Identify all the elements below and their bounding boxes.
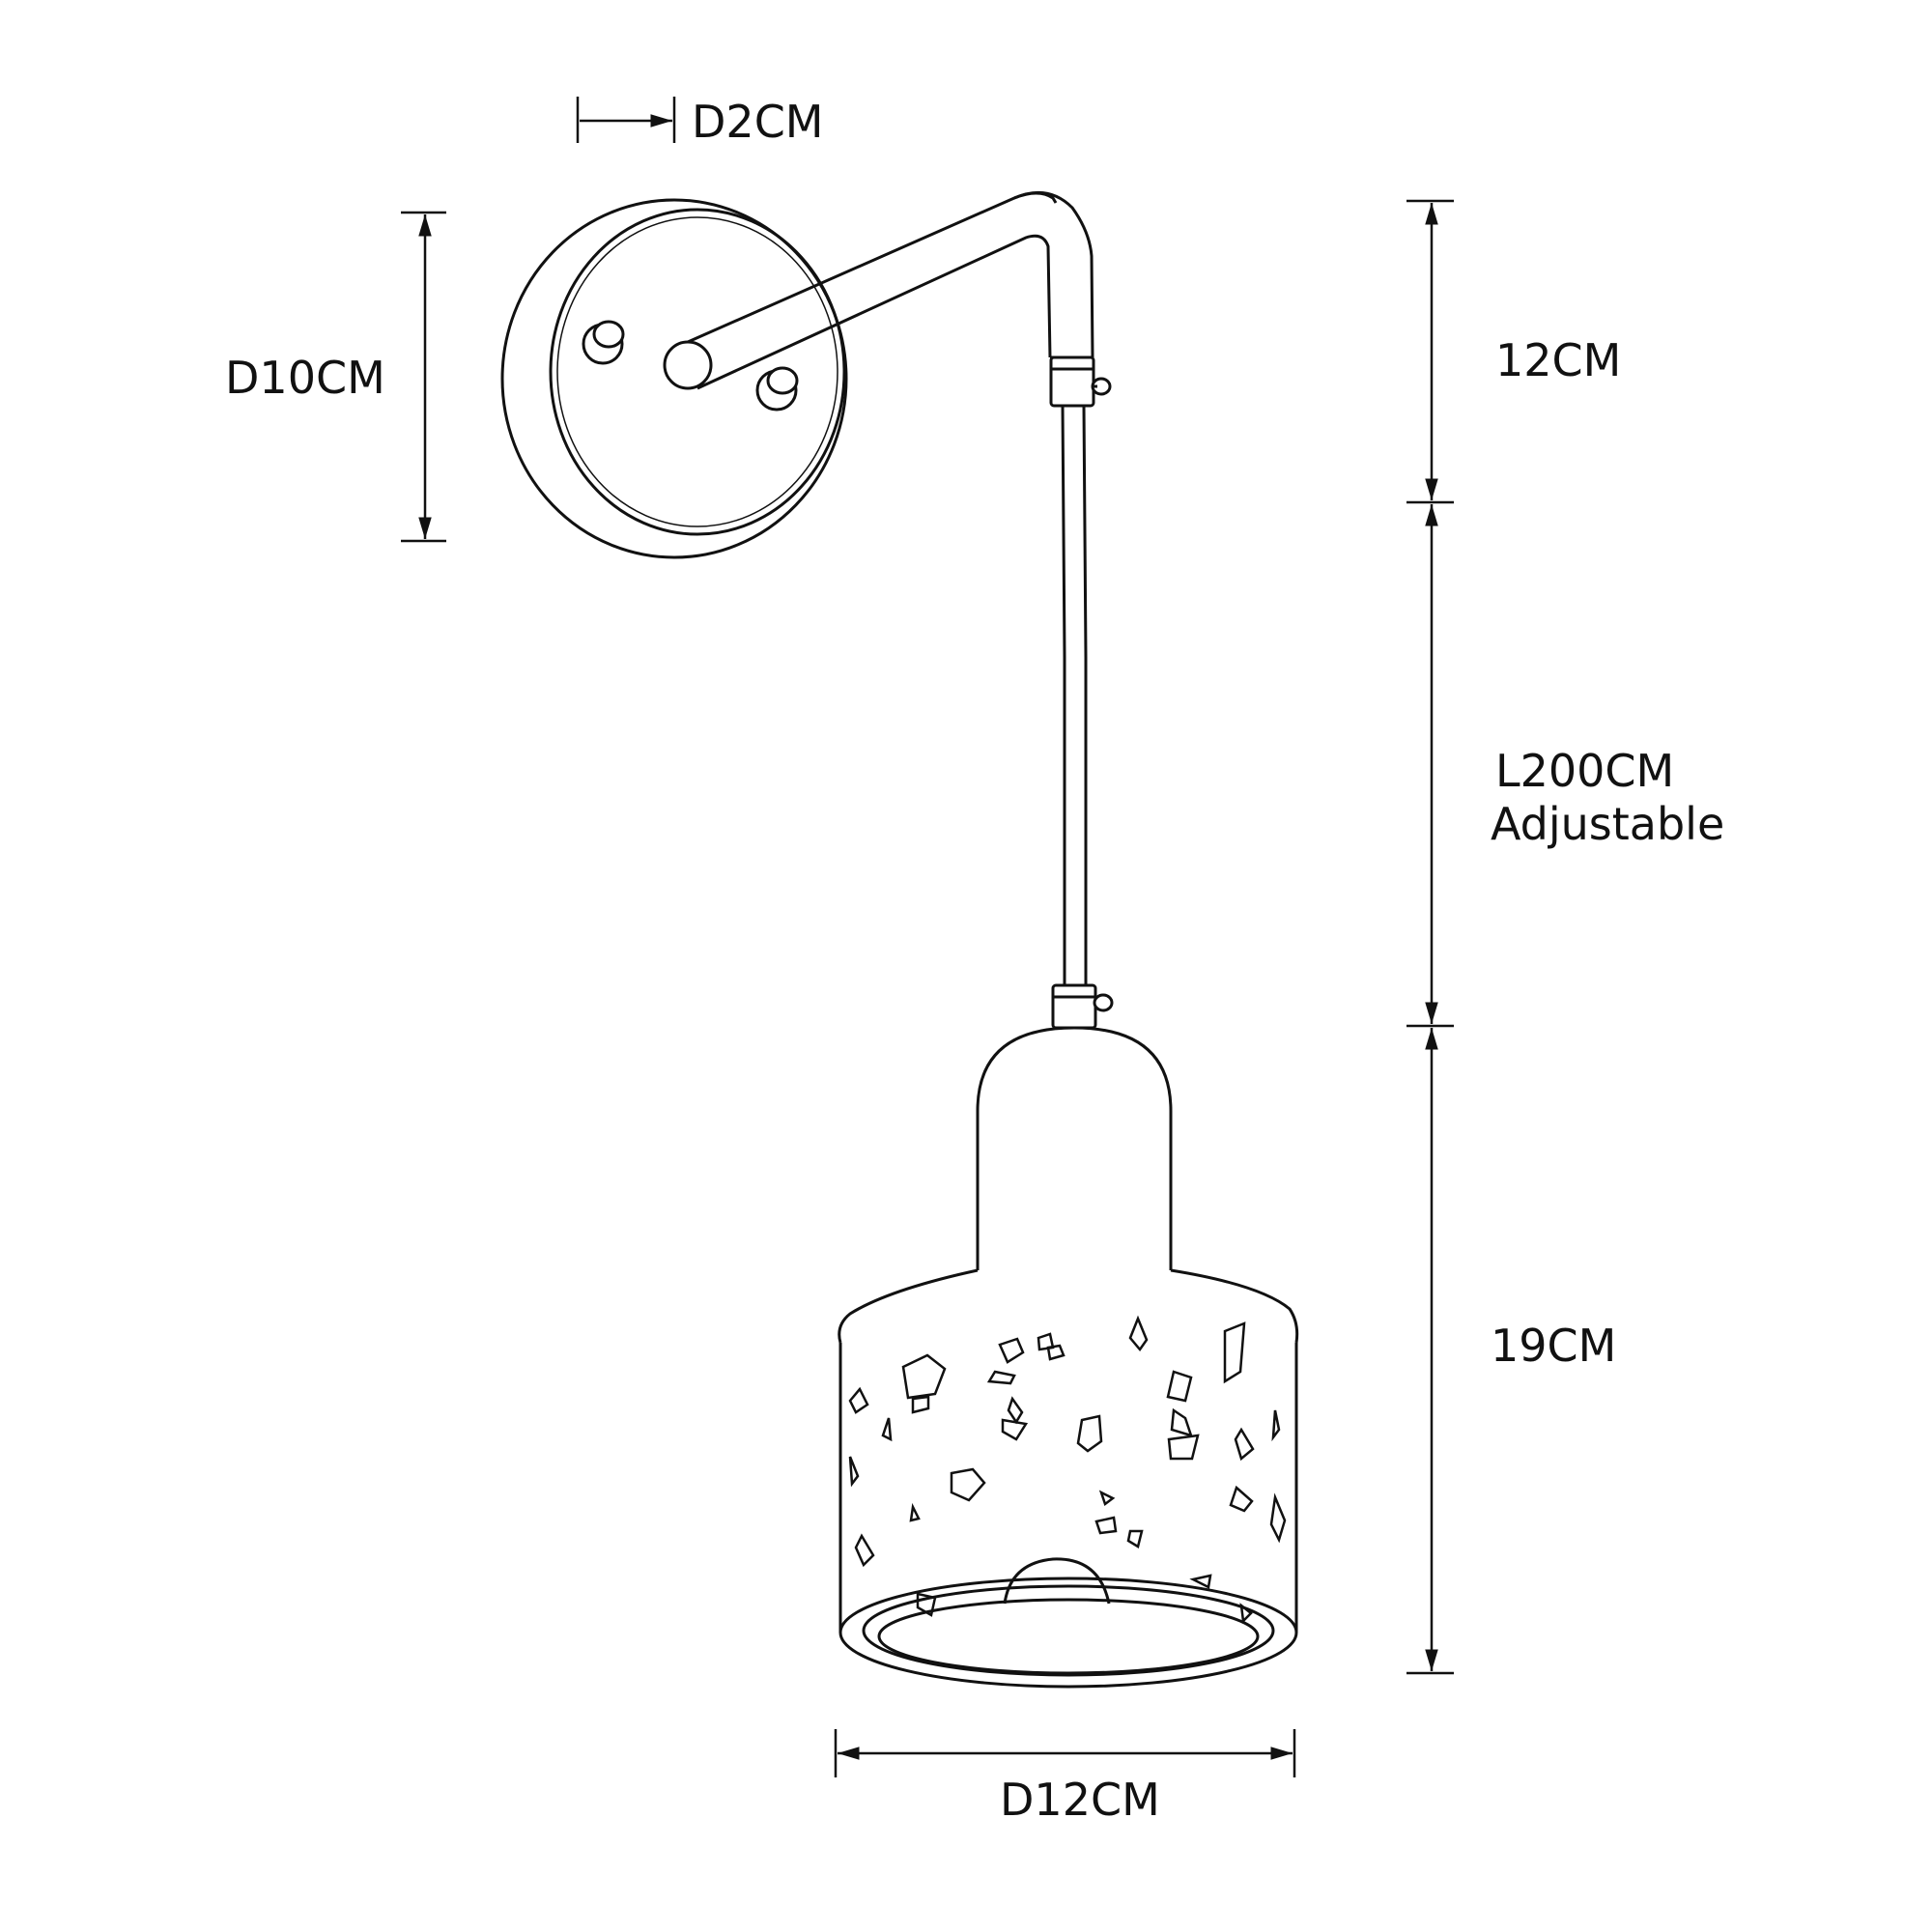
socket-housing <box>976 1026 1173 1270</box>
dim-vertical-right <box>1406 199 1454 1675</box>
dim-backplate-diameter <box>401 211 446 543</box>
lower-cord-clamp <box>1051 983 1114 1030</box>
dim-arm-diameter <box>576 97 676 143</box>
mount-screw-right <box>755 366 799 412</box>
terrazzo-shade <box>838 1268 1299 1689</box>
label-cord-length: L200CM <box>1495 745 1675 797</box>
backplate-face <box>549 208 846 536</box>
wall-arm <box>663 190 1094 390</box>
upper-cord-clamp <box>1049 355 1112 408</box>
label-backplate-diameter: D10CM <box>225 352 385 404</box>
shade-bottom-rim <box>838 1577 1298 1689</box>
label-arm-drop: 12CM <box>1495 334 1622 386</box>
terrazzo-chips <box>848 1315 1287 1624</box>
label-cord-note: Adjustable <box>1491 798 1725 850</box>
backplate <box>500 198 848 559</box>
dim-shade-diameter <box>834 1729 1296 1777</box>
backplate-rim <box>500 198 848 559</box>
mount-screw-left <box>582 320 625 365</box>
label-arm-diameter: D2CM <box>692 96 824 148</box>
power-cord <box>1061 405 1088 985</box>
label-shade-diameter: D12CM <box>1000 1774 1160 1826</box>
label-shade-height: 19CM <box>1491 1320 1617 1372</box>
